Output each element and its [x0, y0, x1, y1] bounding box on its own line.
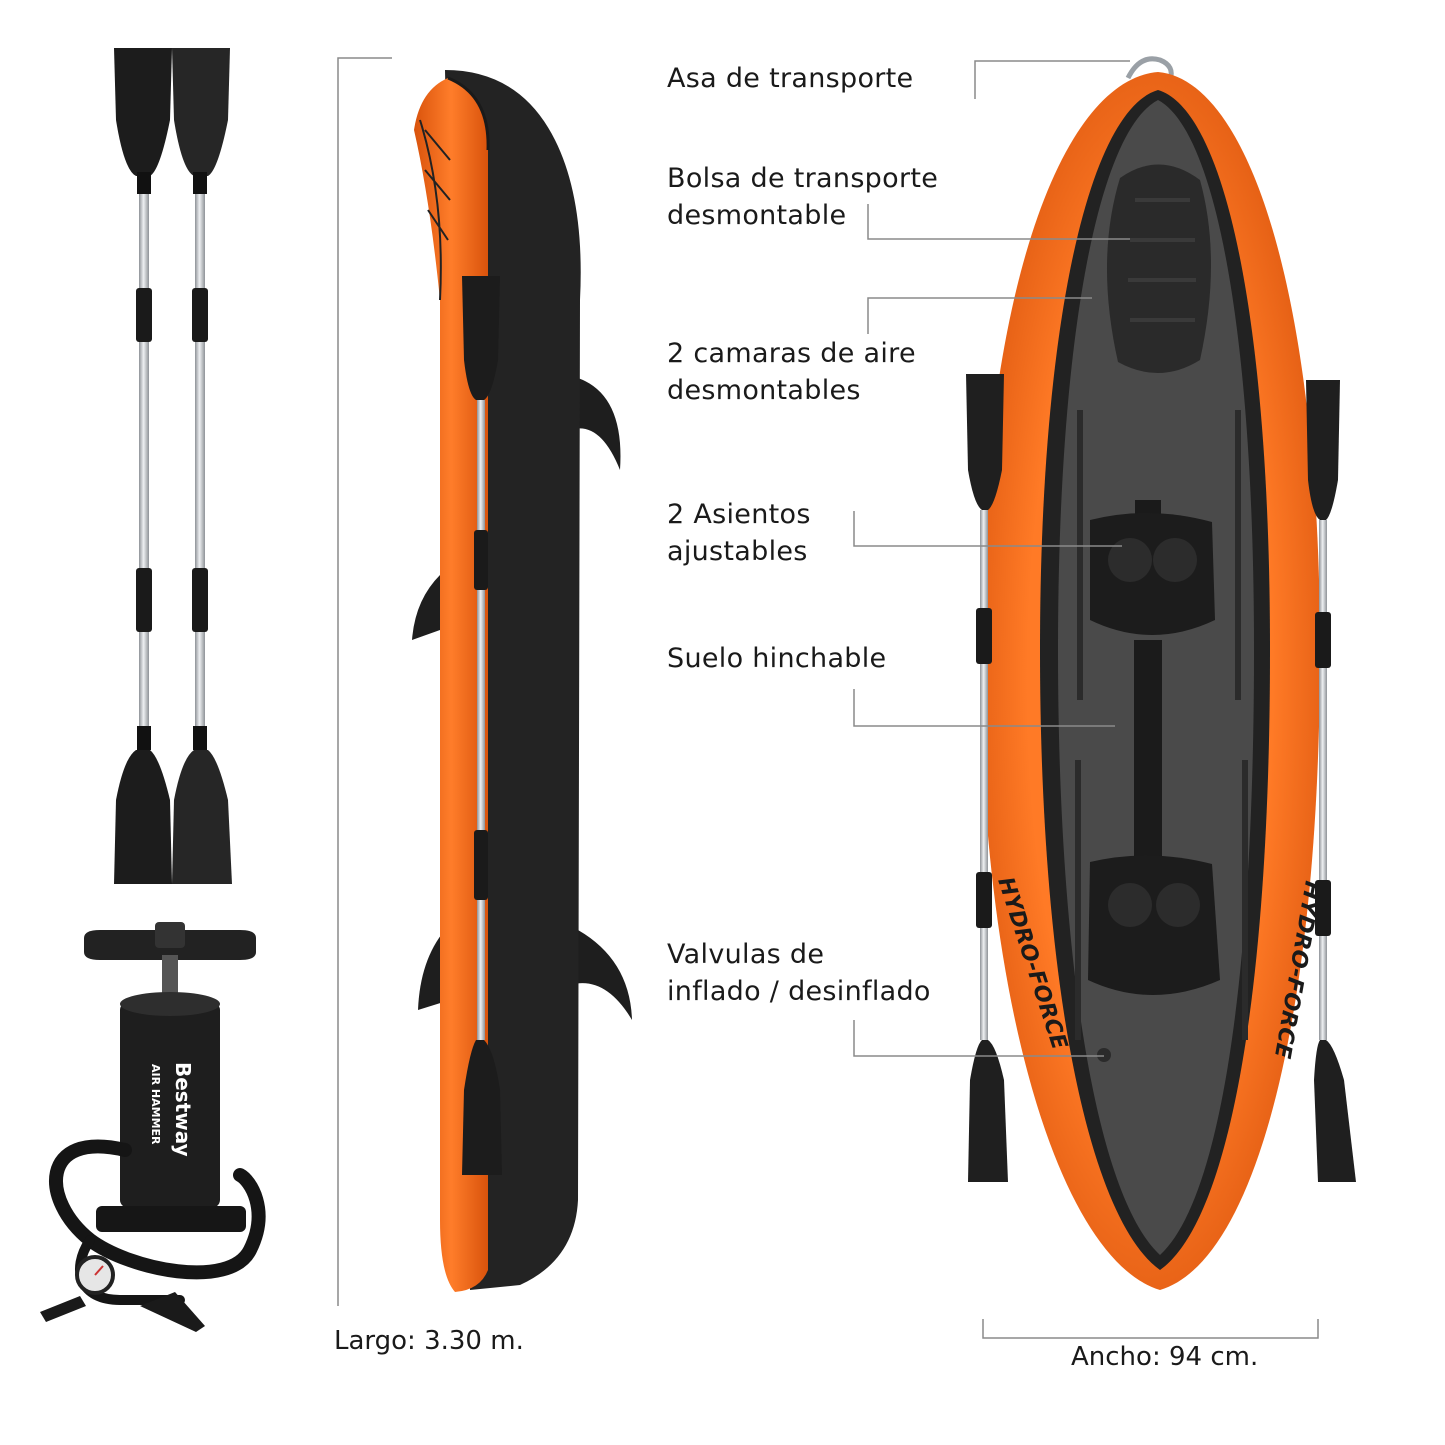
- pump-model-label: AIR HAMMER: [149, 1064, 162, 1145]
- callout-carry-bag: Bolsa de transporte desmontable: [667, 160, 938, 234]
- length-label: Largo: 3.30 m.: [334, 1326, 524, 1356]
- pump-brand-label: Bestway: [171, 1062, 195, 1157]
- seat-rear: [1088, 855, 1220, 995]
- callout-line: Asa de transporte: [667, 63, 914, 94]
- callout-line: desmontables: [667, 375, 861, 406]
- callout-line: Suelo hinchable: [667, 643, 887, 674]
- callout-line: 2 camaras de aire: [667, 338, 916, 369]
- length-dimension-line: [337, 57, 392, 1306]
- callout-line: desmontable: [667, 200, 847, 231]
- callout-inflatable-floor: Suelo hinchable: [667, 640, 886, 677]
- kayak-side-view: [412, 70, 632, 1292]
- paddle-right: [172, 48, 232, 884]
- top-paddle-left: [966, 374, 1008, 1182]
- hand-pump: Bestway AIR HAMMER: [40, 922, 266, 1332]
- leader-lines: [853, 60, 1130, 1057]
- kayak-top-view: HYDRO-FORCE HYDRO-FORCE: [966, 56, 1356, 1290]
- callout-line: Bolsa de transporte: [667, 163, 939, 194]
- top-paddle-right: [1306, 380, 1356, 1182]
- paddle-set: [114, 48, 232, 884]
- callout-line: 2 Asientos: [667, 499, 811, 530]
- callout-seats: 2 Asientos ajustables: [667, 496, 811, 570]
- callout-line: Valvulas de: [667, 939, 825, 970]
- width-label: Ancho: 94 cm.: [1071, 1342, 1259, 1372]
- width-dimension-line: [982, 1319, 1319, 1339]
- callout-line: ajustables: [667, 536, 808, 567]
- paddle-left: [114, 48, 172, 884]
- callout-line: inflado / desinflado: [667, 976, 931, 1007]
- callout-air-chambers: 2 camaras de aire desmontables: [667, 335, 916, 409]
- callout-valves: Valvulas de inflado / desinflado: [667, 936, 931, 1010]
- callout-carry-handle: Asa de transporte: [667, 60, 913, 97]
- seat-front: [1090, 500, 1215, 635]
